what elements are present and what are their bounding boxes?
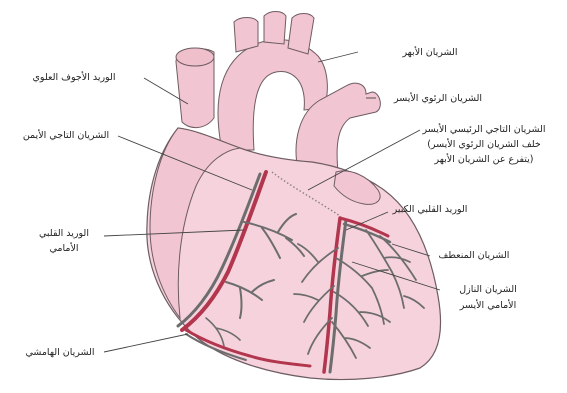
label-right-coronary: الشريان التاجي الأيمن: [23, 129, 109, 141]
label-anterior-cardiac-vein-line1: الوريد القلبي: [39, 228, 89, 239]
label-svc: الوريد الأجوف العلوي: [33, 71, 116, 83]
label-marginal: الشريان الهامشي: [25, 347, 94, 358]
label-lad-line2: الأمامي الأيسر: [459, 299, 517, 311]
svc-opening: [176, 48, 214, 66]
label-aorta: الشريان الأبهر: [401, 46, 457, 58]
aortic-branch-3: [288, 14, 314, 55]
leader-marginal: [104, 334, 188, 352]
aortic-branch-2: [264, 12, 286, 45]
label-lad-line1: الشريان النازل: [459, 284, 517, 295]
aortic-branch-1: [234, 18, 258, 53]
label-left-pulmonary: الشريان الرئوي الأيسر: [393, 92, 482, 104]
label-great-cardiac-vein: الوريد القلبي الكبير: [392, 204, 468, 215]
label-left-main-line3: يتفرع عن الشريان الأبهر): [434, 153, 534, 165]
label-circumflex: الشريان المنعطف: [439, 250, 510, 261]
label-left-main-line2: (خلف الشريان الرئوي الأيسر: [427, 138, 541, 150]
label-anterior-cardiac-vein-line2: الأمامي: [49, 242, 78, 254]
leader-aorta: [318, 52, 358, 62]
label-left-main-line1: الشريان التاجي الرئيسي الأيسر: [421, 123, 545, 135]
